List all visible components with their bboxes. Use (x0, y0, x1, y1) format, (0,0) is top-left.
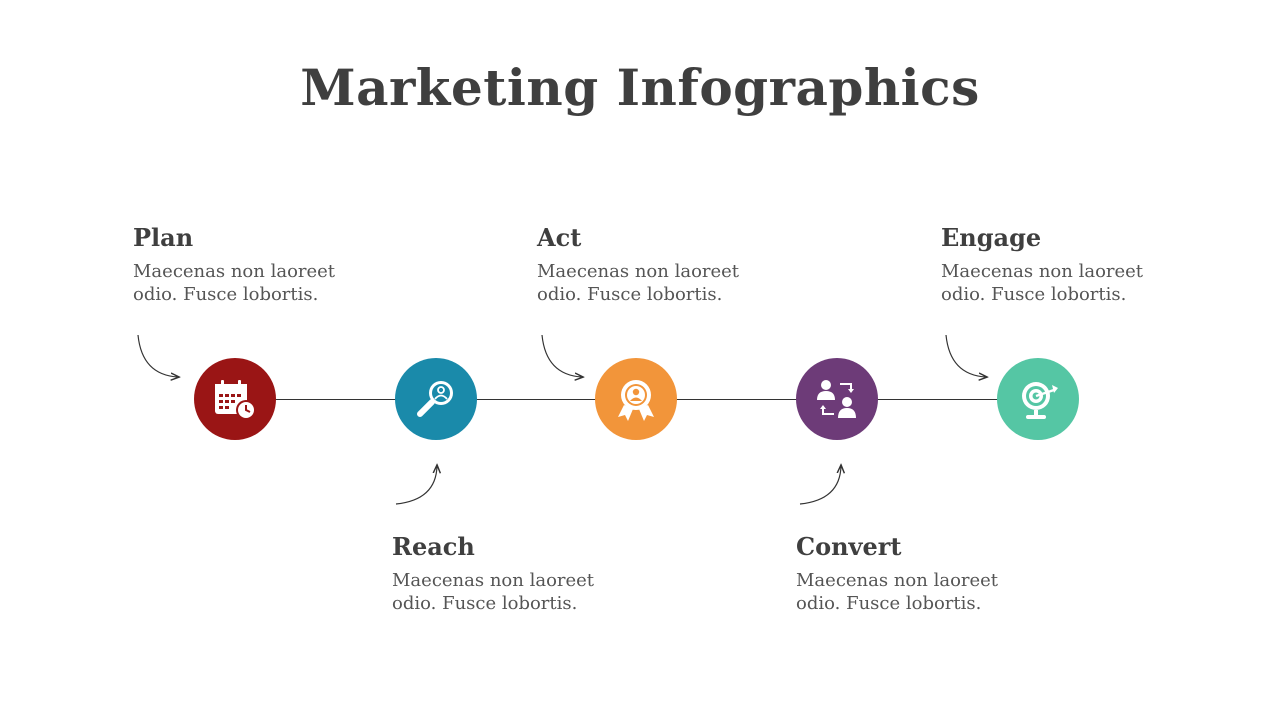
step-description: Maecenas non laoreet odio. Fusce loborti… (133, 260, 363, 306)
curved-arrow-connector (137, 334, 190, 385)
search-user-icon (417, 381, 453, 417)
step-title: Convert (796, 532, 902, 561)
step-description-line: Maecenas non laoreet (133, 261, 336, 282)
step-label-act: Act Maecenas non laoreet odio. Fusce lob… (537, 224, 767, 306)
step-description-line: Maecenas non laoreet (537, 261, 740, 282)
step-node-act (595, 358, 677, 440)
curved-arrow-connector (945, 334, 998, 385)
step-label-plan: Plan Maecenas non laoreet odio. Fusce lo… (133, 224, 363, 306)
step-description: Maecenas non laoreet odio. Fusce loborti… (941, 260, 1171, 306)
step-description: Maecenas non laoreet odio. Fusce loborti… (537, 260, 767, 306)
step-title: Act (537, 223, 582, 252)
step-node-engage (997, 358, 1079, 440)
calendar-clock-icon (215, 380, 256, 420)
step-description-line: Maecenas non laoreet (796, 570, 999, 591)
curved-arrow-connector (799, 458, 851, 505)
step-description-line: odio. Fusce lobortis. (392, 593, 578, 614)
curved-arrow-connector (541, 334, 594, 385)
step-node-reach (395, 358, 477, 440)
step-title: Reach (392, 532, 475, 561)
step-description-line: odio. Fusce lobortis. (796, 593, 982, 614)
step-title: Plan (133, 223, 194, 252)
step-description-line: odio. Fusce lobortis. (133, 284, 319, 305)
target-dart-icon (1022, 382, 1058, 419)
step-description: Maecenas non laoreet odio. Fusce loborti… (796, 569, 1026, 615)
user-exchange-icon (817, 380, 856, 418)
page-title: Marketing Infographics (300, 58, 980, 117)
step-label-convert: Convert Maecenas non laoreet odio. Fusce… (796, 533, 1026, 615)
step-description-line: odio. Fusce lobortis. (941, 284, 1127, 305)
step-title: Engage (941, 223, 1042, 252)
step-description: Maecenas non laoreet odio. Fusce loborti… (392, 569, 622, 615)
curved-arrow-connector (395, 458, 447, 505)
step-description-line: Maecenas non laoreet (941, 261, 1144, 282)
step-node-plan (194, 358, 276, 440)
step-description-line: odio. Fusce lobortis. (537, 284, 723, 305)
step-node-convert (796, 358, 878, 440)
step-description-line: Maecenas non laoreet (392, 570, 595, 591)
badge-user-icon (618, 380, 654, 421)
step-label-reach: Reach Maecenas non laoreet odio. Fusce l… (392, 533, 622, 615)
step-label-engage: Engage Maecenas non laoreet odio. Fusce … (941, 224, 1171, 306)
